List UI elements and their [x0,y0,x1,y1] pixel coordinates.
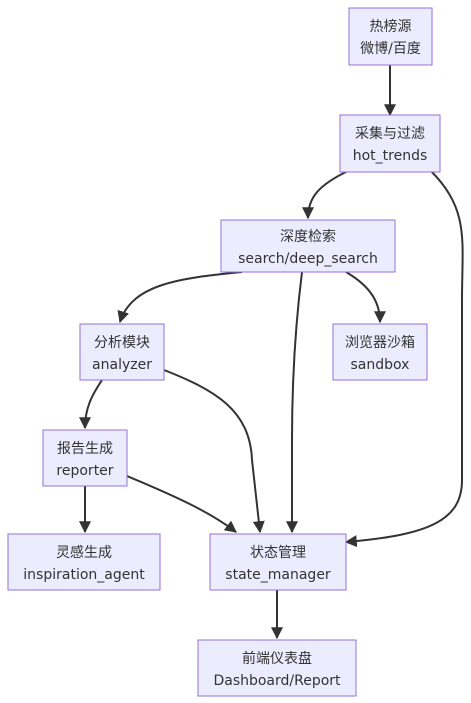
node-collect-title: 采集与过滤 [355,125,425,142]
node-state-manager: 状态管理 state_manager [209,533,347,591]
node-dashboard-title: 前端仪表盘 [242,650,312,667]
node-dashboard: 前端仪表盘 Dashboard/Report [197,639,357,697]
node-reporter: 报告生成 reporter [42,429,128,487]
node-analyzer: 分析模块 analyzer [79,323,165,381]
node-collect-subtitle: hot_trends [353,148,428,164]
node-sandbox: 浏览器沙箱 sandbox [332,323,428,381]
edge-collect-deep [302,169,351,220]
node-reporter-subtitle: reporter [56,463,113,479]
node-hot-source-subtitle: 微博/百度 [360,40,421,57]
node-inspiration: 灵感生成 inspiration_agent [7,533,161,591]
node-collect: 采集与过滤 hot_trends [339,114,441,173]
edge-deep-analyzer [117,271,243,324]
node-hot-source-title: 热榜源 [370,18,412,35]
node-hot-source: 热榜源 微博/百度 [348,7,433,66]
node-deep-search-title: 深度检索 [280,228,336,245]
node-dashboard-subtitle: Dashboard/Report [213,673,341,689]
node-deep-search-subtitle: search/deep_search [238,251,378,267]
node-reporter-title: 报告生成 [57,441,113,457]
node-state-manager-title: 状态管理 [250,545,306,561]
node-analyzer-subtitle: analyzer [92,357,152,373]
node-sandbox-title: 浏览器沙箱 [345,335,415,351]
node-deep-search: 深度检索 search/deep_search [220,219,396,273]
edge-deep-state [286,271,303,534]
node-inspiration-subtitle: inspiration_agent [23,567,145,583]
edge-analyzer-state [163,369,265,534]
edge-reporter-state [126,475,237,533]
edge-analyzer-reporter [79,379,103,430]
edges [79,65,464,640]
node-state-manager-subtitle: state_manager [225,567,331,583]
node-sandbox-subtitle: sandbox [351,357,410,373]
node-inspiration-title: 灵感生成 [56,544,112,561]
edge-deep-sandbox [345,271,386,324]
edge-collect-state [344,169,464,548]
node-analyzer-title: 分析模块 [94,335,150,351]
